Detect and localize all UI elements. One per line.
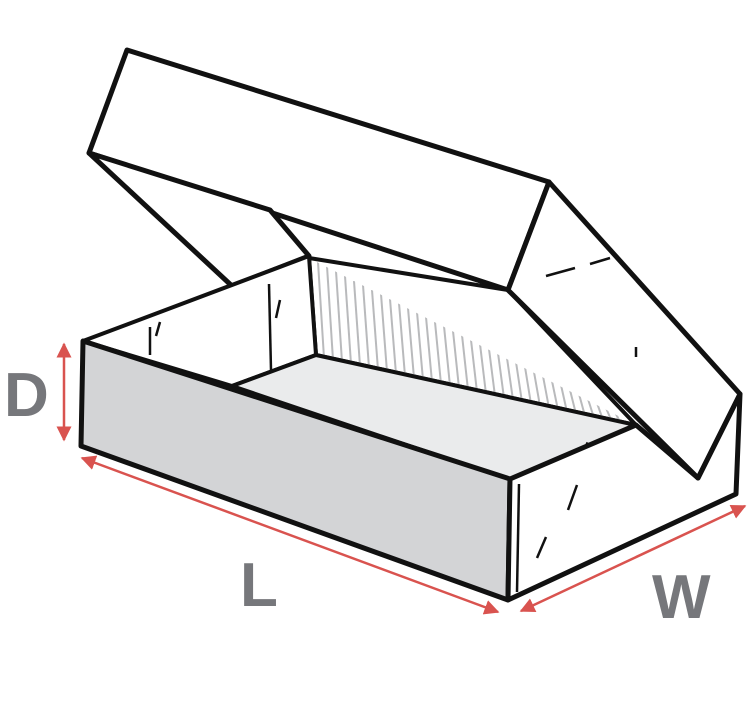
lid-right-flap [505,179,743,481]
dashed-crease [154,321,162,337]
depth-label: D [4,361,49,430]
length-dimension-arrow [80,455,500,615]
width-label: W [652,563,711,632]
left-wall-fold-line [267,283,273,371]
lid-top-panel [86,47,552,293]
dashed-crease [589,256,611,266]
right-panel-edge [515,483,521,593]
corrugation-stripes [317,261,622,425]
dashed-crease [545,266,576,278]
width-dimension-arrow [519,504,747,613]
length-label: L [240,551,278,620]
dashed-crease [274,299,282,319]
